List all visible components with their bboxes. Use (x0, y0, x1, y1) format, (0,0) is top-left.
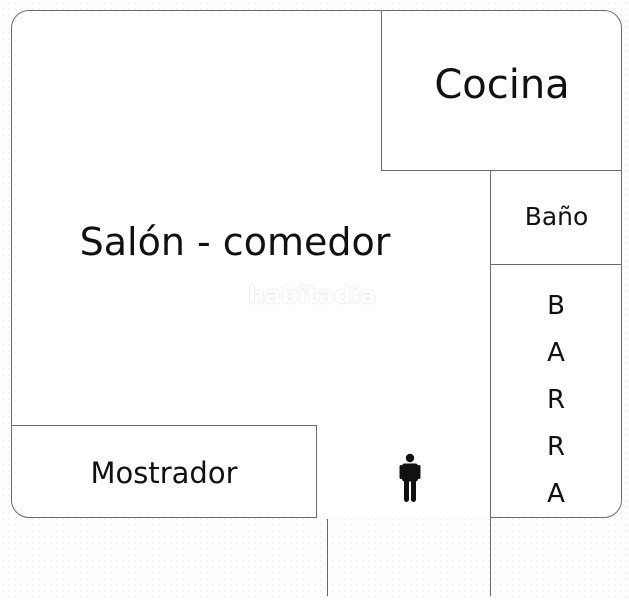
bathroom-wall-bottom (490, 264, 622, 265)
room-label-bathroom: Baño (524, 202, 589, 231)
entrance-wall-left (327, 518, 328, 596)
bar-letter: B (547, 291, 565, 321)
room-label-living-dining: Salón - comedor (79, 220, 391, 264)
bar-letter: A (547, 479, 565, 509)
counter-wall-right (316, 425, 317, 518)
kitchen-wall-left (381, 10, 382, 171)
bar-letter: A (547, 338, 565, 368)
entrance-opening (328, 517, 490, 519)
bar-column-wall (490, 170, 491, 596)
watermark: habitadia (248, 281, 376, 309)
kitchen-wall-bottom (381, 170, 622, 171)
bar-letter: R (546, 385, 566, 415)
room-label-counter: Mostrador (90, 456, 238, 490)
bar-letter: R (546, 432, 566, 462)
room-label-kitchen: Cocina (434, 62, 570, 108)
person-icon (399, 453, 421, 507)
counter-wall-top (11, 425, 317, 426)
room-label-bar: B A R R A (492, 283, 620, 518)
entrance-gap (317, 517, 328, 519)
